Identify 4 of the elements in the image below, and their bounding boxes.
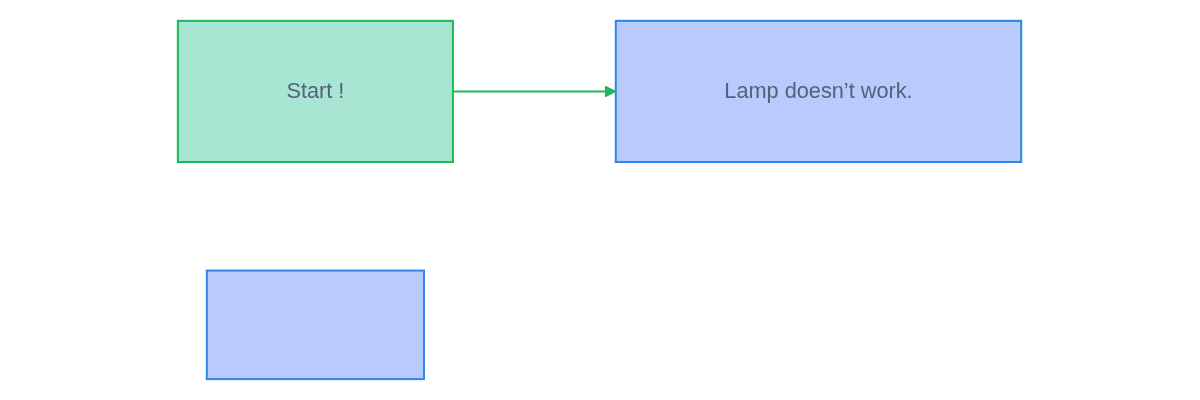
node-box bbox=[206, 269, 426, 381]
node-box: Lamp doesn’t work. bbox=[615, 19, 1023, 163]
node-box: Start ! bbox=[177, 19, 455, 163]
arrow bbox=[453, 85, 617, 98]
